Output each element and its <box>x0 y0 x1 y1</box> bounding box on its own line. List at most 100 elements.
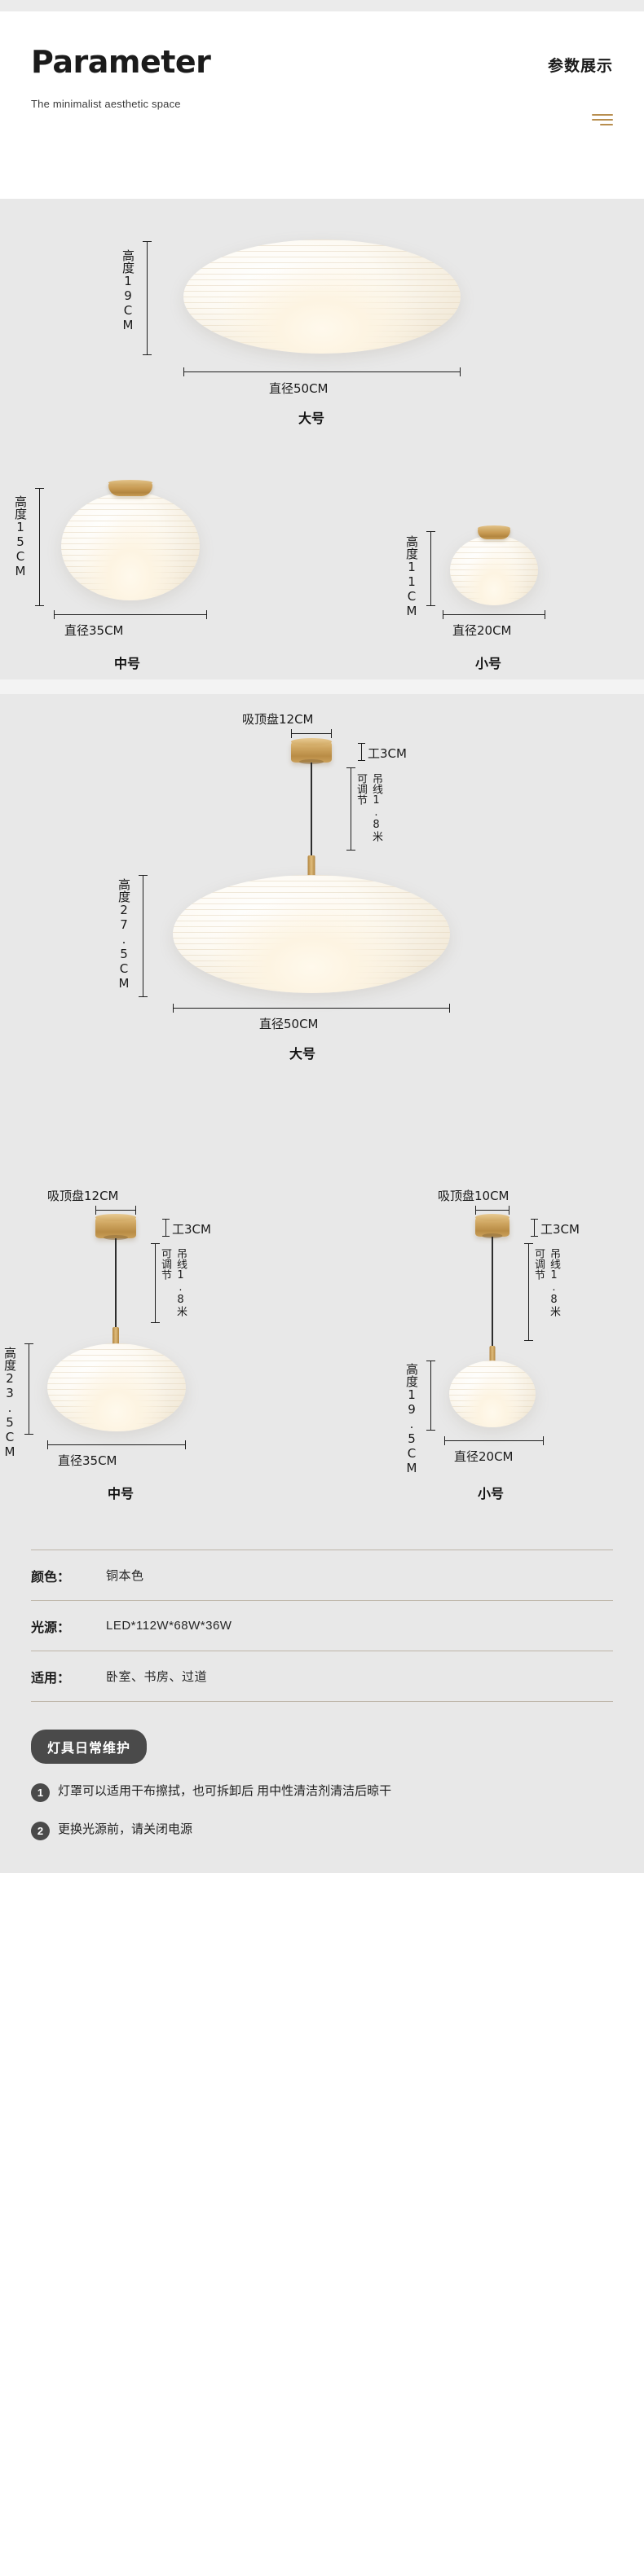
dimension-line-plate-thickness <box>358 743 365 761</box>
list-item-text: 更换光源前，请关闭电源 <box>58 1822 193 1836</box>
page-header: Parameter The minimalist aesthetic space… <box>0 11 644 199</box>
dimension-line-cord <box>151 1243 160 1323</box>
dimension-line-plate-width <box>95 1206 136 1215</box>
suspension-cord <box>311 763 312 858</box>
dimension-line-cord <box>524 1243 533 1341</box>
ceiling-small-height-label: 高度11CM <box>404 535 419 618</box>
pendant-medium-plate-label: 吸顶盘12CM <box>47 1189 119 1203</box>
dimension-line-diameter <box>47 1440 186 1449</box>
pendant-large-diameter-label: 直径50CM <box>259 1017 319 1031</box>
top-strip <box>0 0 644 11</box>
pendant-small-height-label: 高度19.5CM <box>404 1363 419 1475</box>
spec-value: LED*112W*68W*36W <box>106 1619 232 1633</box>
hamburger-icon[interactable] <box>592 114 613 125</box>
spec-table: 颜色： 铜本色 光源： LED*112W*68W*36W 适用： 卧室、书房、过… <box>0 1550 644 1702</box>
pendant-medium-small-diagram: 吸顶盘12CM 工3CM 可调节 吊线1.8米 高度23.5CM 直径35CM … <box>0 1175 644 1550</box>
ceiling-large-size-name: 大号 <box>298 412 325 426</box>
pendant-small-cord-label: 吊线1.8米 <box>548 1248 560 1317</box>
header-cn-title: 参数展示 <box>547 58 613 75</box>
pendant-large-height-label: 高度27.5CM <box>117 878 131 991</box>
lamp-image-pendant-large <box>173 875 450 993</box>
dimension-line-plate-width <box>291 729 332 738</box>
spec-key: 颜色： <box>31 1570 71 1585</box>
dimension-line-height <box>426 531 435 606</box>
list-item: 1 灯罩可以适用干布擦拭，也可拆卸后 用中性清洁剂清洁后晾干 <box>31 1782 613 1802</box>
lamp-shade <box>449 1361 536 1427</box>
table-row: 适用： 卧室、书房、过道 <box>31 1651 613 1702</box>
ceiling-medium-small-diagram: 高度15CM 直径35CM 中号 高度11CM 直径20CM 小号 <box>0 459 644 679</box>
pendant-medium-adjustable-label: 可调节 <box>159 1248 171 1280</box>
lamp-shade <box>61 492 200 600</box>
page-subtitle: The minimalist aesthetic space <box>31 98 181 110</box>
ceiling-plate <box>475 1214 509 1237</box>
table-row: 颜色： 铜本色 <box>31 1550 613 1601</box>
section-divider <box>0 679 644 694</box>
pendant-small-diameter-label: 直径20CM <box>454 1449 514 1464</box>
lamp-image-ceiling-large <box>183 230 461 364</box>
dimension-line-diameter <box>54 610 207 619</box>
cap-top-ellipse <box>108 480 152 486</box>
list-item-number: 1 <box>31 1783 50 1802</box>
dimension-line-plate-thickness <box>531 1219 538 1237</box>
dimension-line-height <box>143 241 152 355</box>
list-item-number: 2 <box>31 1822 50 1840</box>
lamp-shade <box>183 240 461 354</box>
dimension-line-diameter <box>443 610 545 619</box>
pendant-small-adjustable-label: 可调节 <box>532 1248 545 1280</box>
table-row: 光源： LED*112W*68W*36W <box>31 1601 613 1651</box>
pendant-small-plate-thickness: 工3CM <box>540 1222 580 1237</box>
lamp-shade <box>450 535 538 605</box>
pendant-large-plate-thickness: 工3CM <box>368 746 407 761</box>
lamp-image-pendant-medium <box>47 1343 186 1431</box>
lamp-cap <box>108 480 152 496</box>
suspension-cord <box>492 1237 493 1348</box>
lamp-rod <box>307 855 315 880</box>
pendant-medium-plate-thickness: 工3CM <box>172 1222 211 1237</box>
list-item-text: 灯罩可以适用干布擦拭，也可拆卸后 用中性清洁剂清洁后晾干 <box>58 1784 392 1798</box>
lamp-rod <box>489 1346 496 1364</box>
ceiling-medium-height-label: 高度15CM <box>13 495 28 578</box>
cap-top-ellipse <box>478 525 510 531</box>
dimension-line-plate-thickness <box>162 1219 170 1237</box>
dimension-line-height <box>35 488 44 606</box>
lamp-image-ceiling-medium <box>61 480 200 604</box>
pendant-medium-size-name: 中号 <box>108 1488 135 1501</box>
lamp-shade <box>173 875 450 993</box>
lamp-image-ceiling-small <box>450 525 538 606</box>
pendant-large-diagram: 吸顶盘12CM 工3CM 可调节 吊线1.8米 高度27.5CM 直径50CM … <box>0 694 644 1175</box>
maintenance-section: 灯具日常维护 1 灯罩可以适用干布擦拭，也可拆卸后 用中性清洁剂清洁后晾干 2 … <box>0 1702 644 1873</box>
pendant-small-size-name: 小号 <box>478 1488 505 1501</box>
suspension-cord <box>115 1238 117 1330</box>
spec-key: 适用： <box>31 1671 71 1686</box>
header-right-group: 参数展示 <box>548 54 613 76</box>
ceiling-large-diagram: 高度19CM 直径50CM 大号 <box>0 199 644 459</box>
lamp-shade <box>47 1343 186 1431</box>
pendant-large-size-name: 大号 <box>289 1048 316 1062</box>
pendant-medium-diameter-label: 直径35CM <box>58 1453 117 1468</box>
pendant-small-plate-label: 吸顶盘10CM <box>438 1189 509 1203</box>
ceiling-small-size-name: 小号 <box>475 657 502 671</box>
hamburger-line-2 <box>592 119 613 121</box>
ceiling-large-height-label: 高度19CM <box>121 249 135 332</box>
pendant-large-cord-label: 吊线1.8米 <box>370 773 382 842</box>
dimension-line-diameter <box>173 1004 450 1013</box>
list-item: 2 更换光源前，请关闭电源 <box>31 1820 613 1840</box>
spec-value: 铜本色 <box>106 1569 144 1583</box>
lamp-cap <box>478 525 510 539</box>
hamburger-line-1 <box>592 114 613 116</box>
dimension-line-plate-width <box>475 1206 509 1215</box>
dimension-line-diameter <box>444 1436 544 1445</box>
ceiling-large-diameter-label: 直径50CM <box>269 381 329 396</box>
pendant-medium-height-label: 高度23.5CM <box>2 1347 17 1459</box>
dimension-line-height <box>426 1361 435 1431</box>
ceiling-small-diameter-label: 直径20CM <box>452 623 512 638</box>
pendant-large-adjustable-label: 可调节 <box>355 773 367 805</box>
hamburger-line-3 <box>600 124 613 125</box>
lamp-rod <box>112 1327 119 1348</box>
pendant-large-plate-label: 吸顶盘12CM <box>242 712 314 727</box>
page-title: Parameter <box>31 44 211 80</box>
status-badge: 灯具日常维护 <box>31 1730 148 1764</box>
spec-value: 卧室、书房、过道 <box>106 1670 208 1684</box>
ceiling-medium-size-name: 中号 <box>114 657 141 671</box>
ceiling-medium-diameter-label: 直径35CM <box>64 623 124 638</box>
